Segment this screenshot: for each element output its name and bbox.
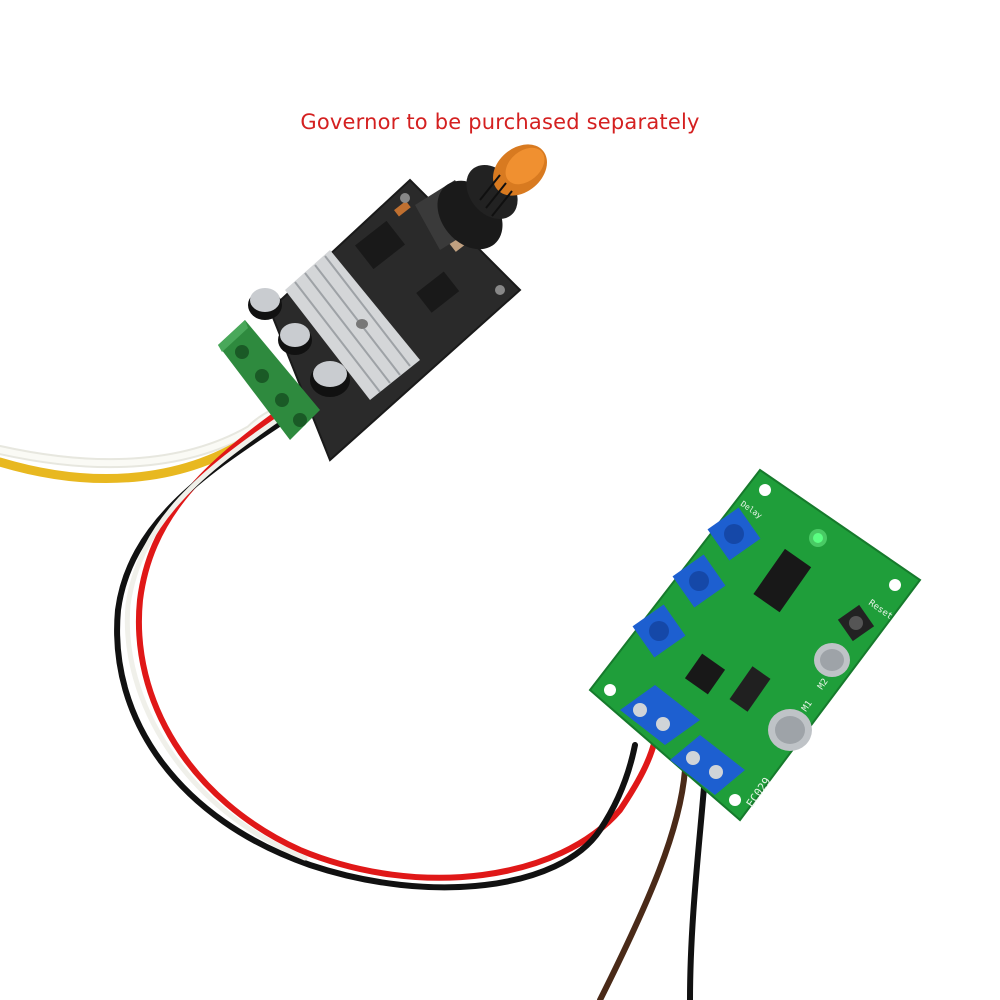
governor-board — [218, 144, 547, 462]
black-output-wire — [687, 772, 708, 1000]
white-wire-2 — [124, 415, 308, 861]
green-terminal-block — [218, 320, 320, 440]
black-wire — [114, 417, 638, 891]
status-led — [813, 533, 823, 543]
heatsink — [285, 250, 420, 400]
trimmer-potentiometers — [632, 507, 761, 658]
caption-text: Governor to be purchased separately — [300, 110, 700, 134]
red-wire — [135, 412, 658, 881]
potentiometer-knob — [415, 144, 547, 250]
blue-terminal-blocks — [620, 685, 745, 795]
brown-wire — [597, 767, 688, 1000]
reset-button — [837, 604, 875, 642]
wire-bundle — [0, 405, 708, 1000]
capacitors — [248, 288, 350, 397]
controller-board: EC029 Reset Delay M1 M2 — [588, 468, 922, 822]
